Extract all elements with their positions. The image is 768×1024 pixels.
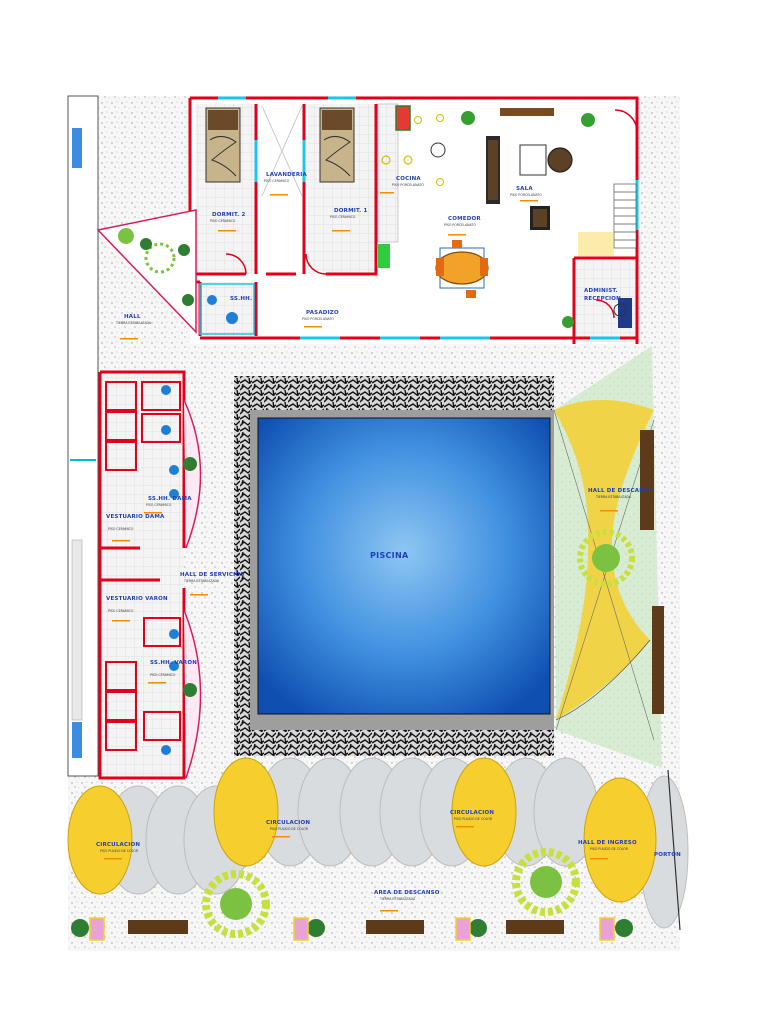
floor-finish-circulacion-right: PISO PULIDO DE COLOR: [454, 817, 493, 821]
plant-icon: [562, 316, 574, 328]
bed-icon: [205, 107, 241, 183]
bed-icon: [319, 107, 355, 183]
room-label-hall: HALL: [124, 314, 141, 320]
sink-icon: [226, 312, 238, 324]
room-label-sala: SALA: [516, 186, 533, 192]
floor-finish-vestuario-varon: PISO CERAMICO: [108, 609, 134, 613]
floor-finish-pasadizo: PISO PORCELANATO: [302, 317, 334, 321]
floor-finish-circulacion-left: PISO PULIDO DE COLOR: [100, 849, 139, 853]
room-label-vestuario-dama: VESTUARIO DAMA: [106, 514, 165, 520]
house-block: [188, 96, 639, 344]
floor-finish-sshh-dama: PISO CERAMICO: [146, 503, 172, 507]
plant-icon: [581, 113, 595, 127]
room-label-area-descanso: AREA DE DESCANSO: [374, 890, 440, 896]
kitchen-counter: [377, 103, 446, 268]
room-label-hall-ingreso: HALL DE INGRESO: [578, 840, 637, 846]
room-label-circulacion-right: CIRCULACION: [450, 810, 494, 816]
floor-finish-hall-descanso: TIERRA ESTABILIZADA: [595, 495, 632, 499]
floor-finish-sala: PISO PORCELANATO: [510, 193, 542, 197]
toilet-icon: [207, 295, 217, 305]
room-label-lavanderia: LAVANDERIA: [266, 172, 308, 178]
stairs: [613, 183, 637, 249]
gate-line: [667, 769, 681, 931]
room-label-piscina: PISCINA: [370, 551, 409, 560]
floor-finish-comedor: PISO PORCELANATO: [444, 223, 476, 227]
left-boundary-strip: [67, 95, 99, 777]
floor-finish-sshh-varon: PISO CERAMICO: [150, 673, 176, 677]
pool: [234, 376, 554, 756]
room-label-circulacion-left: CIRCULACION: [96, 842, 140, 848]
floor-finish-area-descanso: TIERRA ESTABILIZADA: [379, 897, 416, 901]
room-label-vestuario-varon: VESTUARIO VARON: [106, 596, 168, 602]
floor-finish-vestuario-dama: PISO CERAMICO: [108, 527, 134, 531]
bottom-landscape: [71, 848, 633, 941]
room-label-dormit-1: DORMIT. 1: [334, 208, 368, 214]
reception-desk: [595, 298, 632, 328]
room-label-administ: ADMINIST.: [584, 288, 618, 294]
room-label-sshh-top: SS.HH.: [230, 296, 252, 302]
circulation-paving: [67, 757, 689, 929]
floor-finish-cocina: PISO PORCELANATO: [392, 183, 424, 187]
floor-finish-markers: [104, 192, 618, 912]
room-label-circulacion-mid: CIRCULACION: [266, 820, 310, 826]
room-label-comedor: COMEDOR: [448, 216, 481, 222]
floor-finish-circulacion-mid: PISO PULIDO DE COLOR: [270, 827, 309, 831]
hall-planter: [96, 209, 197, 334]
room-label-sshh-varon: SS.HH. VARON: [150, 660, 197, 666]
plant-icon: [461, 111, 475, 125]
room-label-pasadizo: PASADIZO: [306, 310, 339, 316]
floor-finish-hall-servicios: TIERRA ESTABILIZADA: [183, 579, 220, 583]
floor-finish-lavanderia: PISO CERAMICO: [264, 179, 290, 183]
services-block: [98, 370, 202, 780]
room-label-recepcion: RECEPCION: [584, 296, 621, 302]
planter: [578, 232, 614, 256]
floor-finish-hall: TIERRA ESTABILIZADA: [115, 321, 152, 325]
floor-finish-hall-ingreso: PISO PULIDO DE COLOR: [590, 847, 629, 851]
room-label-hall-descanso: HALL DE DESCANSO: [588, 488, 653, 494]
room-label-porton: PORTON: [654, 852, 681, 858]
rest-hall: [553, 346, 664, 768]
room-labels: DORMIT. 2 PISO CERAMICO LAVANDERIA PISO …: [96, 172, 681, 901]
dining-table-icon: [435, 240, 489, 298]
floor-finish-dormit-1: PISO CERAMICO: [330, 215, 356, 219]
room-label-dormit-2: DORMIT. 2: [212, 212, 246, 218]
room-label-cocina: COCINA: [396, 176, 421, 182]
floor-finish-dormit-2: PISO CERAMICO: [210, 219, 236, 223]
room-label-sshh-dama: SS.HH. DAMA: [148, 496, 192, 502]
room-label-hall-servicios: HALL DE SERVICIOS: [180, 572, 244, 578]
sofa-icon: [486, 108, 573, 230]
